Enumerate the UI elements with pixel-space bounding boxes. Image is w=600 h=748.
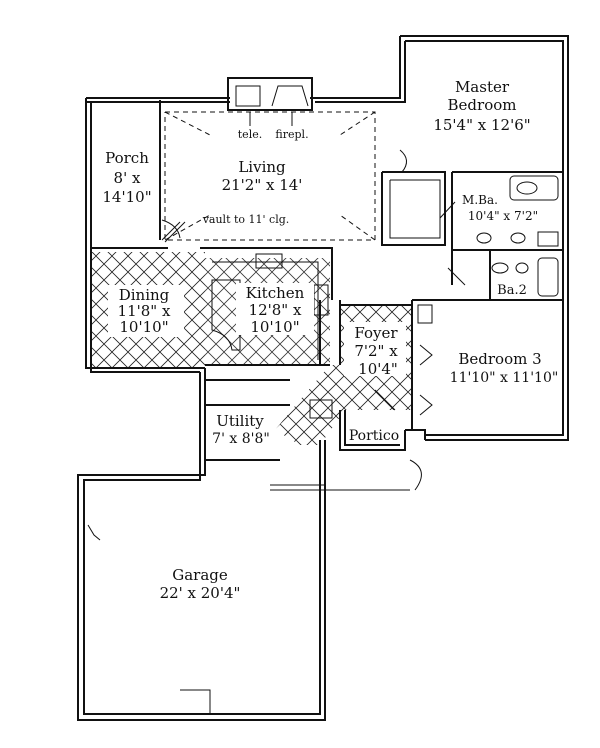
utility-label-bg: [206, 412, 276, 448]
living-label: Living: [238, 158, 286, 176]
porch-label: Porch: [105, 149, 149, 167]
firepl-label: firepl.: [275, 128, 308, 141]
utility-label: Utility: [216, 412, 264, 430]
dining-size-1: 11'8" x: [118, 302, 171, 320]
foyer-size-2: 10'4": [358, 360, 398, 378]
kitchen-size-2: 10'10": [250, 318, 299, 336]
vault-annotation: vault to 11' clg.: [202, 213, 290, 226]
foyer-label: Foyer: [354, 324, 398, 342]
garage-size: 22' x 20'4": [160, 584, 241, 602]
dining-label: Dining: [119, 286, 170, 304]
bath2-label: Ba.2: [497, 283, 527, 298]
living-size: 21'2" x 14': [222, 176, 303, 194]
porch-size-1: 8' x: [114, 169, 141, 187]
door-swings: [87, 149, 466, 541]
foyer-size-1: 7'2" x: [354, 342, 398, 360]
utility-size: 7' x 8'8": [212, 431, 270, 447]
dining-size-2: 10'10": [119, 318, 168, 336]
master-bath-size: 10'4" x 7'2": [468, 209, 538, 223]
exterior-walls: [77, 35, 569, 721]
bath-fixtures: [476, 175, 559, 297]
kitchen-label: Kitchen: [246, 284, 305, 302]
kitchen-label-bg: [236, 283, 314, 335]
master-bedroom-label: Master: [455, 78, 510, 96]
garage-label: Garage: [172, 566, 228, 584]
fireplace: [227, 77, 313, 126]
master-bath-label: M.Ba.: [462, 193, 498, 207]
kitchen-size-1: 12'8" x: [249, 301, 302, 319]
master-bedroom-size: 15'4" x 12'6": [433, 116, 530, 134]
bedroom3-label: Bedroom 3: [458, 350, 541, 368]
interior-walls: [91, 100, 563, 491]
porch-size-2: 14'10": [102, 188, 151, 206]
dining-label-bg: [108, 285, 184, 337]
master-bedroom-label-2: Bedroom: [448, 96, 517, 114]
foyer-label-bg: [344, 322, 406, 376]
tele-label: tele.: [238, 128, 262, 141]
bedroom3-size: 11'10" x 11'10": [450, 370, 559, 386]
portico-label: Portico: [349, 428, 399, 444]
